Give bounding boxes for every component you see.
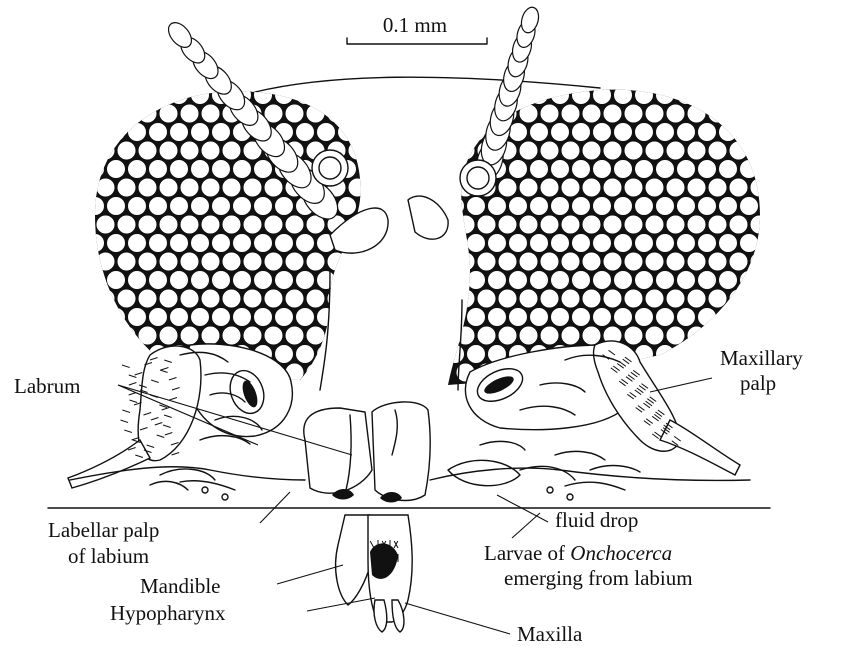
mandible — [336, 515, 372, 605]
label-labellar-palp-line1: Labellar palp — [48, 518, 159, 542]
label-larvae-line2: emerging from labium — [504, 566, 693, 590]
label-labrum: Labrum — [14, 374, 80, 398]
label-maxilla: Maxilla — [517, 622, 583, 646]
label-mandible: Mandible — [140, 574, 220, 598]
label-hypopharynx: Hypopharynx — [110, 601, 226, 625]
label-maxillary-palp-line1: Maxillary — [720, 346, 803, 370]
vertex-outline — [255, 77, 600, 92]
labrum — [304, 402, 430, 503]
label-larvae-line1: Larvae of Onchocerca — [484, 541, 672, 565]
label-maxillary-palp-line2: palp — [740, 371, 776, 395]
label-larvae-genus: Onchocerca — [570, 541, 672, 565]
maxilla-stylets — [368, 515, 412, 632]
scale-bar-label: 0.1 mm — [383, 13, 447, 37]
maxillary-palp-right — [594, 341, 740, 475]
frons-outline — [320, 270, 462, 390]
label-labellar-palp-line2: of labium — [68, 544, 149, 568]
label-larvae-prefix: Larvae of — [484, 541, 570, 565]
compound-eye-left — [86, 86, 368, 383]
scale-bar: 0.1 mm — [347, 13, 487, 44]
label-fluid-drop: fluid drop — [555, 508, 638, 532]
